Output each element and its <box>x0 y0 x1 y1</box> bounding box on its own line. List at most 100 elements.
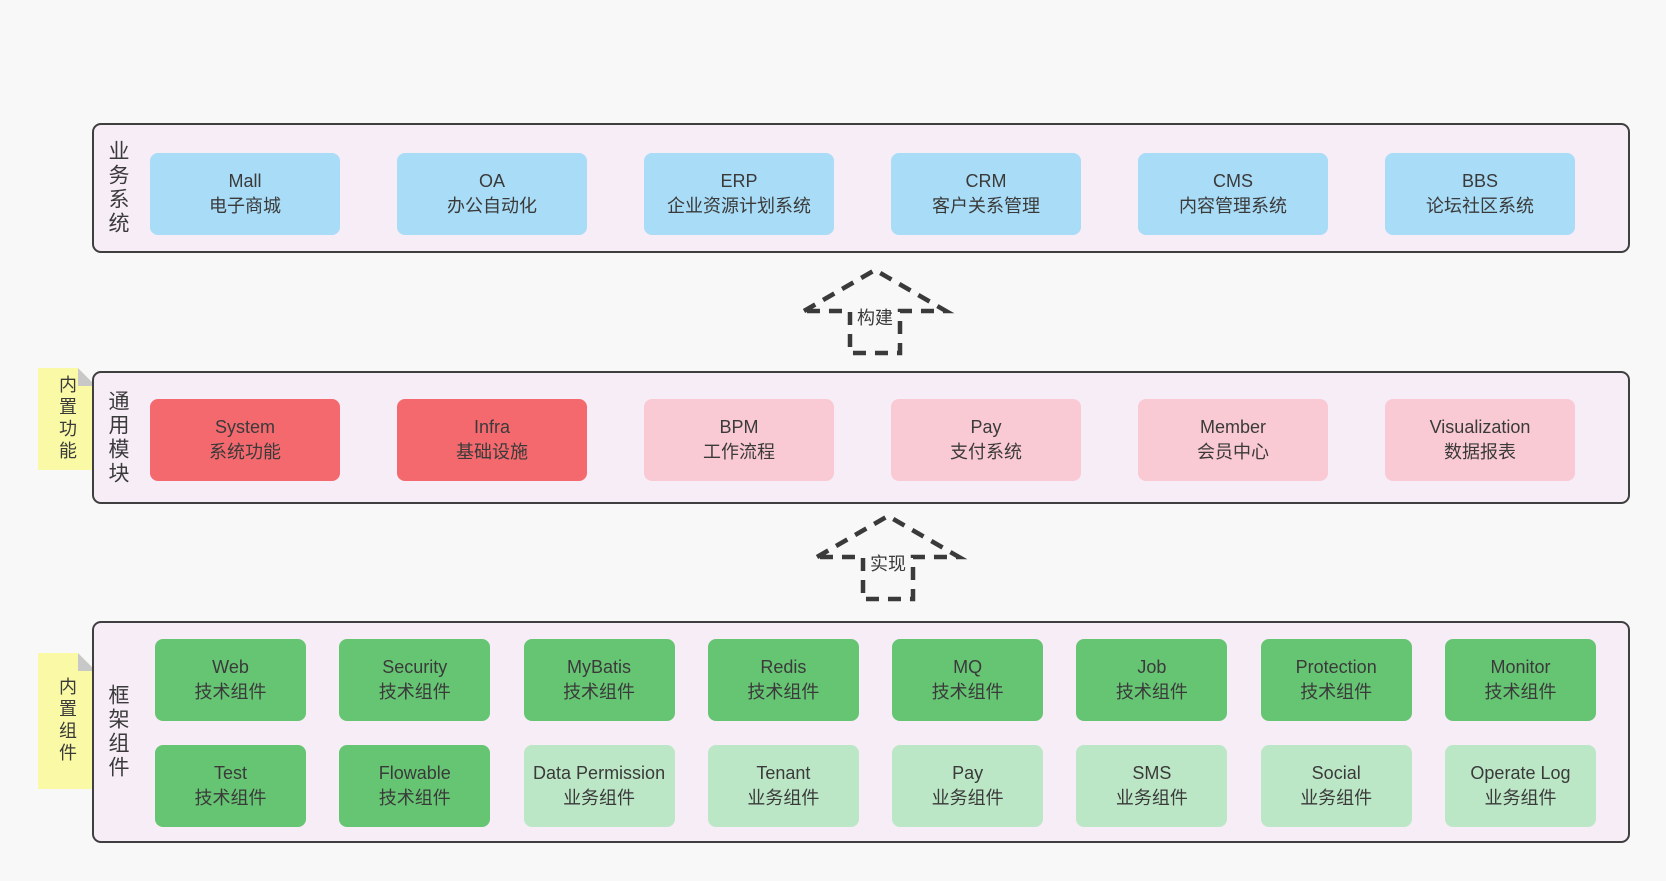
node-name: Flowable <box>378 763 451 784</box>
node-subtitle: 会员中心 <box>1197 442 1269 462</box>
node-test: Test 技术组件 <box>155 745 306 827</box>
up-arrow-icon <box>808 513 968 602</box>
common-modules-row: System 系统功能 Infra 基础设施 BPM 工作流程 Pay 支付系统… <box>150 399 1575 481</box>
node-subtitle: 技术组件 <box>1115 682 1188 702</box>
node-name: SMS <box>1132 763 1172 784</box>
node-name: Job <box>1137 657 1167 678</box>
node-name: ERP <box>720 171 758 192</box>
node-name: MyBatis <box>567 657 632 678</box>
framework-components-row-1: Web 技术组件 Security 技术组件 MyBatis 技术组件 Redi… <box>155 639 1596 721</box>
business-systems-row: Mall 电子商城 OA 办公自动化 ERP 企业资源计划系统 CRM 客户关系… <box>150 153 1575 235</box>
node-subtitle: 技术组件 <box>931 682 1004 702</box>
node-data-permission: Data Permission 业务组件 <box>523 745 675 827</box>
implement-arrow-label: 实现 <box>866 550 910 576</box>
node-subtitle: 内容管理系统 <box>1179 196 1287 216</box>
node-protection: Protection 技术组件 <box>1260 639 1412 721</box>
node-crm: CRM 客户关系管理 <box>891 153 1081 235</box>
node-flowable: Flowable 技术组件 <box>339 745 491 827</box>
node-name: Redis <box>760 657 807 678</box>
node-subtitle: 业务组件 <box>563 788 636 808</box>
node-subtitle: 企业资源计划系统 <box>667 196 811 216</box>
node-name: Security <box>382 657 448 678</box>
node-redis: Redis 技术组件 <box>707 639 859 721</box>
node-bpm: BPM 工作流程 <box>644 399 834 481</box>
node-name: MQ <box>953 657 983 678</box>
node-name: Tenant <box>756 763 811 784</box>
node-name: Operate Log <box>1470 763 1571 784</box>
node-subtitle: 技术组件 <box>1300 682 1373 702</box>
node-name: Pay <box>952 763 984 784</box>
node-bbs: BBS 论坛社区系统 <box>1385 153 1575 235</box>
build-arrow-label: 构建 <box>853 304 897 330</box>
sticky-note-built-in-features: 内置功能 <box>38 368 96 470</box>
node-name: CMS <box>1213 171 1253 192</box>
node-name: Protection <box>1295 657 1377 678</box>
build-arrow: 构建 <box>795 266 955 356</box>
band-common-modules: 通用模块 System 系统功能 Infra 基础设施 BPM 工作流程 Pay… <box>92 371 1630 504</box>
node-erp: ERP 企业资源计划系统 <box>644 153 834 235</box>
node-system: System 系统功能 <box>150 399 340 481</box>
up-arrow-icon <box>795 267 955 356</box>
node-name: CRM <box>965 171 1007 192</box>
implement-arrow: 实现 <box>808 512 968 602</box>
node-name: OA <box>478 171 505 192</box>
node-subtitle: 业务组件 <box>747 788 820 808</box>
node-infra: Infra 基础设施 <box>397 399 587 481</box>
node-subtitle: 技术组件 <box>378 788 451 808</box>
node-mall: Mall 电子商城 <box>150 153 340 235</box>
node-subtitle: 支付系统 <box>950 442 1022 462</box>
node-subtitle: 技术组件 <box>194 788 267 808</box>
node-job: Job 技术组件 <box>1076 639 1228 721</box>
node-name: BBS <box>1461 171 1499 192</box>
node-name: Pay <box>970 417 1002 438</box>
node-name: Test <box>213 763 247 784</box>
node-name: Web <box>212 657 249 678</box>
node-name: Visualization <box>1429 417 1531 438</box>
node-subtitle: 技术组件 <box>747 682 820 702</box>
node-subtitle: 技术组件 <box>1484 682 1557 702</box>
node-subtitle: 技术组件 <box>194 682 267 702</box>
node-operate-log: Operate Log 业务组件 <box>1444 745 1596 827</box>
node-name: Monitor <box>1490 657 1551 678</box>
node-sms: SMS 业务组件 <box>1076 745 1228 827</box>
node-subtitle: 工作流程 <box>703 442 775 462</box>
node-name: Mall <box>228 171 262 192</box>
node-name: System <box>214 417 275 438</box>
node-pay: Pay 支付系统 <box>891 399 1081 481</box>
node-name: Data Permission <box>533 763 666 784</box>
node-name: Social <box>1311 763 1361 784</box>
node-oa: OA 办公自动化 <box>397 153 587 235</box>
node-subtitle: 技术组件 <box>378 682 451 702</box>
node-subtitle: 业务组件 <box>1484 788 1557 808</box>
band-framework-components: 框架组件 Web 技术组件 Security 技术组件 MyBatis 技术组件… <box>92 621 1630 843</box>
node-subtitle: 论坛社区系统 <box>1426 196 1534 216</box>
node-tenant: Tenant 业务组件 <box>707 745 859 827</box>
node-monitor: Monitor 技术组件 <box>1444 639 1596 721</box>
sticky-note-label: 内置功能 <box>57 375 77 463</box>
node-subtitle: 业务组件 <box>931 788 1004 808</box>
node-subtitle: 技术组件 <box>563 682 636 702</box>
node-subtitle: 系统功能 <box>209 442 281 462</box>
band-title: 框架组件 <box>106 684 129 780</box>
node-subtitle: 业务组件 <box>1115 788 1188 808</box>
node-subtitle: 业务组件 <box>1300 788 1373 808</box>
node-member: Member 会员中心 <box>1138 399 1328 481</box>
node-visualization: Visualization 数据报表 <box>1385 399 1575 481</box>
band-title: 业务系统 <box>106 140 129 236</box>
band-title: 通用模块 <box>106 389 129 486</box>
node-security: Security 技术组件 <box>339 639 491 721</box>
node-subtitle: 基础设施 <box>456 442 528 462</box>
node-web: Web 技术组件 <box>155 639 306 721</box>
node-social: Social 业务组件 <box>1260 745 1412 827</box>
node-subtitle: 办公自动化 <box>447 196 537 216</box>
node-name: BPM <box>719 417 759 438</box>
node-subtitle: 电子商城 <box>209 196 281 216</box>
node-mybatis: MyBatis 技术组件 <box>523 639 675 721</box>
band-business-systems: 业务系统 Mall 电子商城 OA 办公自动化 ERP 企业资源计划系统 CRM… <box>92 123 1630 253</box>
node-subtitle: 客户关系管理 <box>932 196 1040 216</box>
sticky-note-built-in-components: 内置组件 <box>38 653 96 789</box>
node-pay-component: Pay 业务组件 <box>892 745 1044 827</box>
node-cms: CMS 内容管理系统 <box>1138 153 1328 235</box>
node-mq: MQ 技术组件 <box>892 639 1044 721</box>
